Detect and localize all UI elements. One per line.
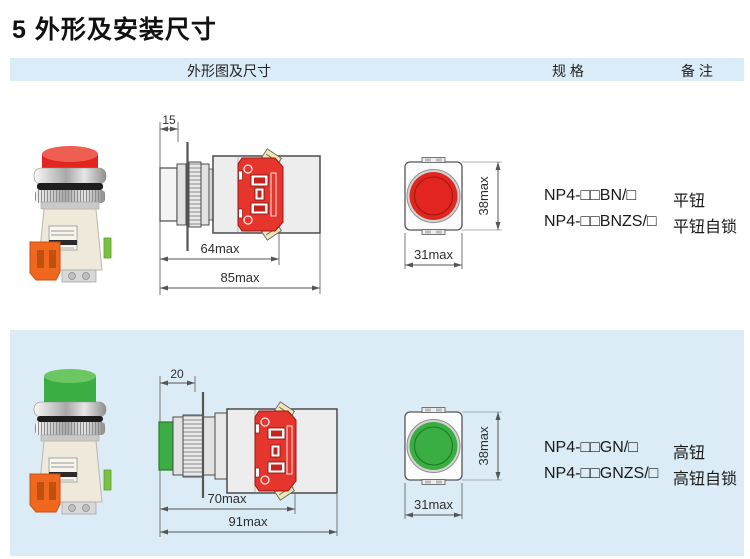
product-photo-flat-red	[29, 146, 112, 283]
dimension-inner-length: 64max	[160, 233, 280, 265]
front-view-drawing-high: 38max 31max	[404, 407, 502, 519]
table-row-flat-button	[10, 81, 744, 330]
spec-model: NP4-□□GN/□	[544, 439, 638, 456]
table-row-high-button	[10, 330, 744, 556]
front-button-face	[406, 169, 461, 223]
photo-terminals	[29, 237, 112, 283]
photo-bezel	[33, 401, 107, 442]
header-note-col: 备 注	[681, 63, 713, 79]
spec-note: 平钮	[673, 193, 706, 210]
header-spec-col: 规 格	[552, 63, 584, 79]
side-view-drawing-flat: 15	[159, 113, 321, 295]
spec-model: NP4-□□BNZS/□	[544, 213, 657, 230]
front-view-drawing-flat: 38max 31max	[404, 157, 502, 269]
svg-text:91max: 91max	[228, 514, 268, 529]
page-title: 5 外形及安装尺寸	[12, 16, 217, 44]
table-header-bar: 外形图及尺寸 规 格 备 注	[10, 58, 744, 81]
dimension-width: 31max	[404, 233, 463, 269]
svg-text:31max: 31max	[414, 497, 454, 512]
svg-text:70max: 70max	[207, 491, 247, 506]
button-head-profile	[158, 412, 228, 480]
spec-note: 高钮自锁	[673, 471, 738, 488]
spec-model: NP4-□□BN/□	[544, 187, 637, 204]
spec-model: NP4-□□GNZS/□	[544, 465, 659, 482]
button-head-profile	[159, 161, 214, 228]
svg-text:38max: 38max	[476, 176, 491, 216]
photo-terminals	[29, 469, 112, 515]
svg-text:20: 20	[170, 367, 184, 381]
contact-block	[237, 148, 284, 241]
side-view-drawing-high: 20	[158, 367, 338, 537]
dimension-width: 31max	[404, 483, 463, 519]
dimension-height: 38max	[476, 162, 501, 230]
dimension-total-length: 91max	[160, 493, 338, 536]
svg-text:64max: 64max	[200, 241, 240, 256]
spec-note: 高钮	[673, 445, 706, 462]
svg-text:15: 15	[162, 113, 176, 127]
spec-note: 平钮自锁	[673, 219, 738, 236]
dimension-total-length: 85max	[160, 233, 321, 294]
dimension-inner-length: 70max	[160, 491, 296, 514]
photo-bezel	[33, 167, 107, 210]
product-photo-high-green	[29, 369, 112, 515]
svg-text:38max: 38max	[476, 426, 491, 466]
front-button-face	[406, 419, 461, 473]
contact-block	[254, 401, 297, 501]
header-drawing-col: 外形图及尺寸	[187, 63, 271, 79]
svg-text:31max: 31max	[414, 247, 454, 262]
svg-text:85max: 85max	[220, 270, 260, 285]
dimension-height: 38max	[476, 412, 501, 480]
